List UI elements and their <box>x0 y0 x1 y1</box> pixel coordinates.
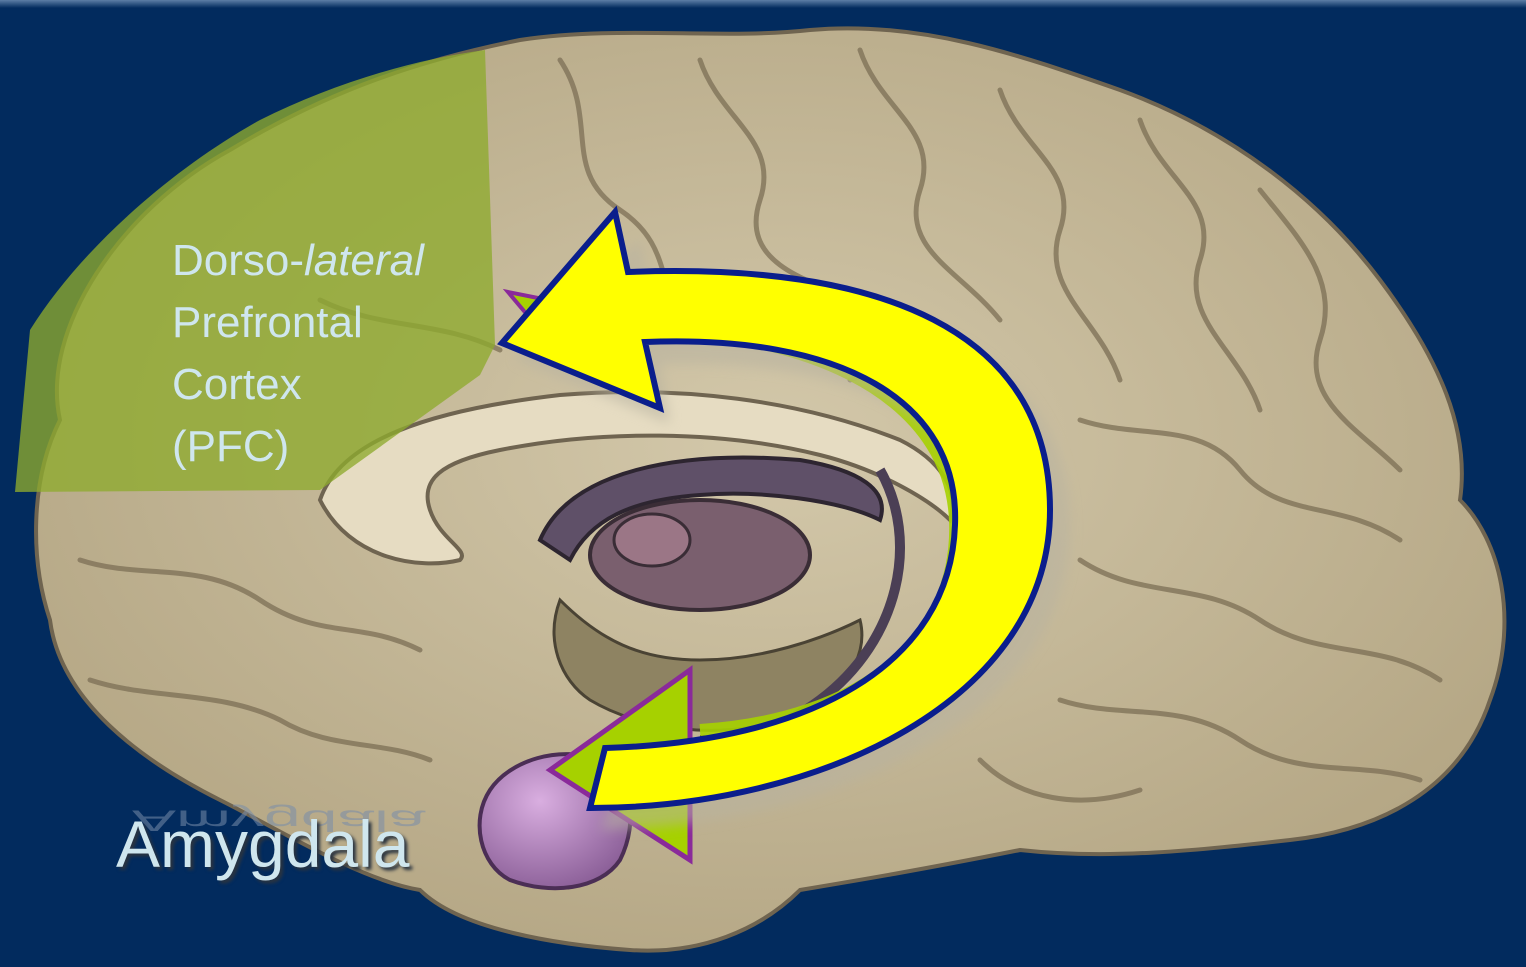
pfc-label-line4: (PFC) <box>172 416 424 478</box>
pfc-label-line2: Prefrontal <box>172 292 424 354</box>
pfc-label-line3: Cortex <box>172 354 424 416</box>
pfc-label-italic: lateral <box>304 236 424 285</box>
amygdala-label: Amygdala <box>116 806 410 882</box>
pfc-label: Dorso-lateral Prefrontal Cortex (PFC) <box>172 230 424 478</box>
pfc-label-line1: Dorso-lateral <box>172 230 424 292</box>
pfc-label-prefix: Dorso- <box>172 236 304 285</box>
thalamic-nucleus <box>614 514 690 566</box>
